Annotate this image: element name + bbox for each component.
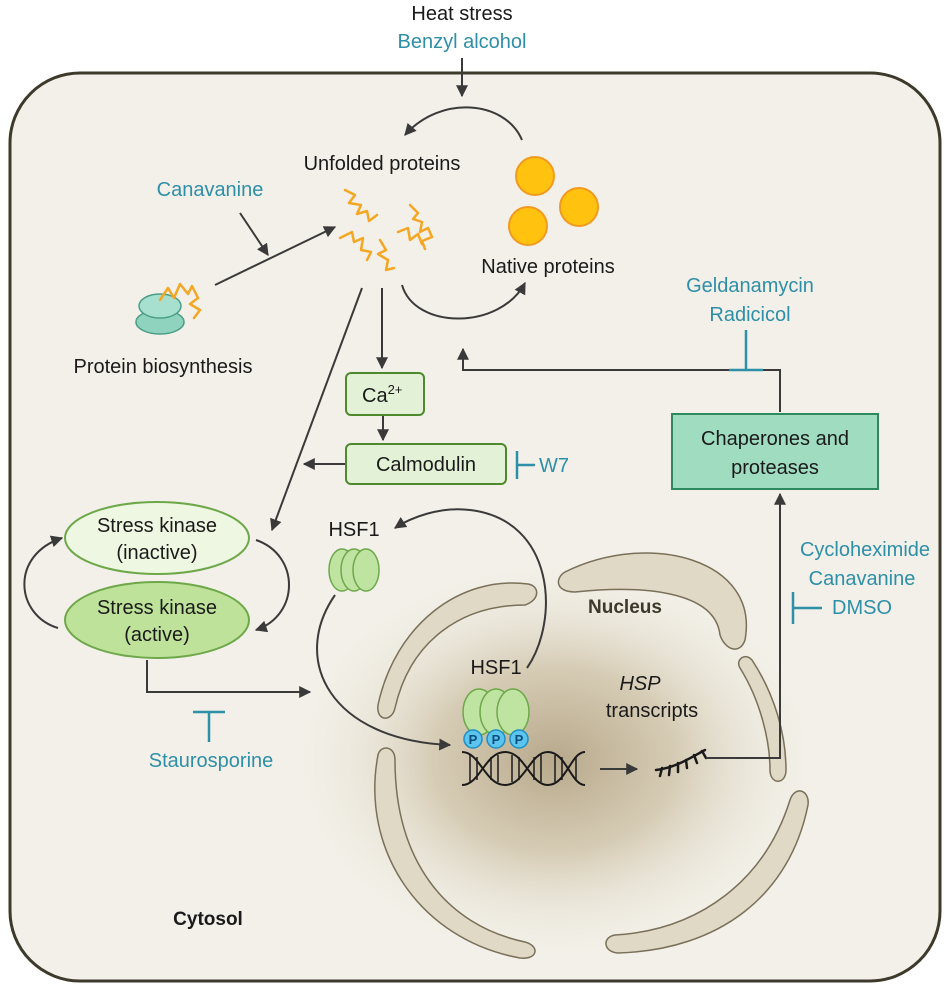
cycloheximide-label: Cycloheximide	[800, 539, 930, 561]
dna-helix-icon	[461, 750, 586, 787]
native-to-unfolded-arrow	[404, 106, 523, 141]
stress-kinase-inactive-node	[64, 501, 250, 575]
ribosome-icon	[135, 293, 185, 335]
native-proteins-label: Native proteins	[481, 256, 614, 278]
benzyl-alcohol-label: Benzyl alcohol	[398, 31, 527, 53]
staurosporine-label: Staurosporine	[149, 750, 274, 772]
phospho-icon	[463, 729, 483, 749]
calmodulin-box	[345, 443, 507, 485]
unfolded-protein-icon	[338, 188, 434, 272]
kinase-activation-arrow	[254, 539, 290, 633]
kinase-to-hsf1-arrow	[146, 660, 312, 698]
kinase-deactivation-arrow	[23, 535, 64, 629]
transcript-to-chaperones-arrow	[706, 492, 786, 759]
hsf1-feedback-arrow	[394, 508, 547, 669]
chaperones-label-line2: proteases	[731, 457, 819, 479]
phospho-icon	[486, 729, 506, 749]
hsf1-monomer-icon	[328, 548, 380, 592]
svg-text:P: P	[515, 732, 524, 747]
canavanine-translation-label: Canavanine	[809, 568, 916, 590]
svg-text:P: P	[492, 732, 501, 747]
unfolded-proteins-label: Unfolded proteins	[304, 153, 461, 175]
biosynthesis-arrow	[214, 226, 337, 286]
calcium-box	[345, 372, 425, 416]
w7-label: W7	[539, 455, 569, 477]
hsf1-nuclear-translocation-arrow	[316, 594, 452, 751]
svg-text:P: P	[469, 732, 478, 747]
nascent-peptide-icon	[158, 282, 202, 320]
phosphorylation-group: P P P	[463, 729, 529, 749]
geldanamycin-label: Geldanamycin	[686, 275, 814, 297]
stress-kinase-inactive-label: Stress kinase	[97, 515, 217, 537]
stress-kinase-active-state: (active)	[124, 624, 190, 646]
unfolded-to-native-arrow	[401, 281, 526, 320]
transcripts-label: transcripts	[606, 700, 698, 722]
stress-kinase-active-label: Stress kinase	[97, 597, 217, 619]
nucleus-label: Nucleus	[588, 597, 662, 618]
canavanine-arrow	[239, 212, 269, 256]
stress-kinase-inactive-state: (inactive)	[116, 542, 197, 564]
chaperones-label-line1: Chaperones and	[701, 428, 849, 450]
hsf1-trimer-icon	[462, 688, 530, 736]
chaperones-to-folding-arrow	[457, 347, 781, 412]
native-protein-icon	[508, 206, 548, 246]
nuclear-envelope-segment-bottom-right	[605, 790, 809, 954]
canavanine-label: Canavanine	[157, 179, 264, 201]
heat-stress-label: Heat stress	[411, 3, 512, 25]
chaperones-box	[671, 413, 879, 490]
unfolded-to-stress-kinase-arrow	[270, 287, 363, 532]
mrna-transcript-icon	[654, 748, 708, 778]
hsf1-nucleus-label: HSF1	[470, 657, 521, 679]
nuclear-envelope-segment-right	[738, 656, 787, 782]
calmodulin-label: Calmodulin	[376, 454, 476, 476]
nuclear-envelope-segment-left	[377, 582, 538, 719]
native-protein-icon	[515, 156, 555, 196]
hsp-label: HSP	[619, 673, 661, 695]
phospho-icon	[509, 729, 529, 749]
native-protein-icon	[559, 187, 599, 227]
nuclear-envelope-segment-top	[557, 552, 748, 650]
dmso-label: DMSO	[832, 597, 892, 619]
cytosol-label: Cytosol	[173, 909, 243, 930]
stress-kinase-active-node	[64, 581, 250, 659]
nuclear-envelope-segment-bottom-left	[374, 747, 536, 959]
hsf1-cytosol-label: HSF1	[328, 519, 379, 541]
calcium-label: Ca2+	[362, 382, 402, 407]
radicicol-label: Radicicol	[709, 304, 790, 326]
protein-biosynthesis-label: Protein biosynthesis	[74, 356, 253, 378]
